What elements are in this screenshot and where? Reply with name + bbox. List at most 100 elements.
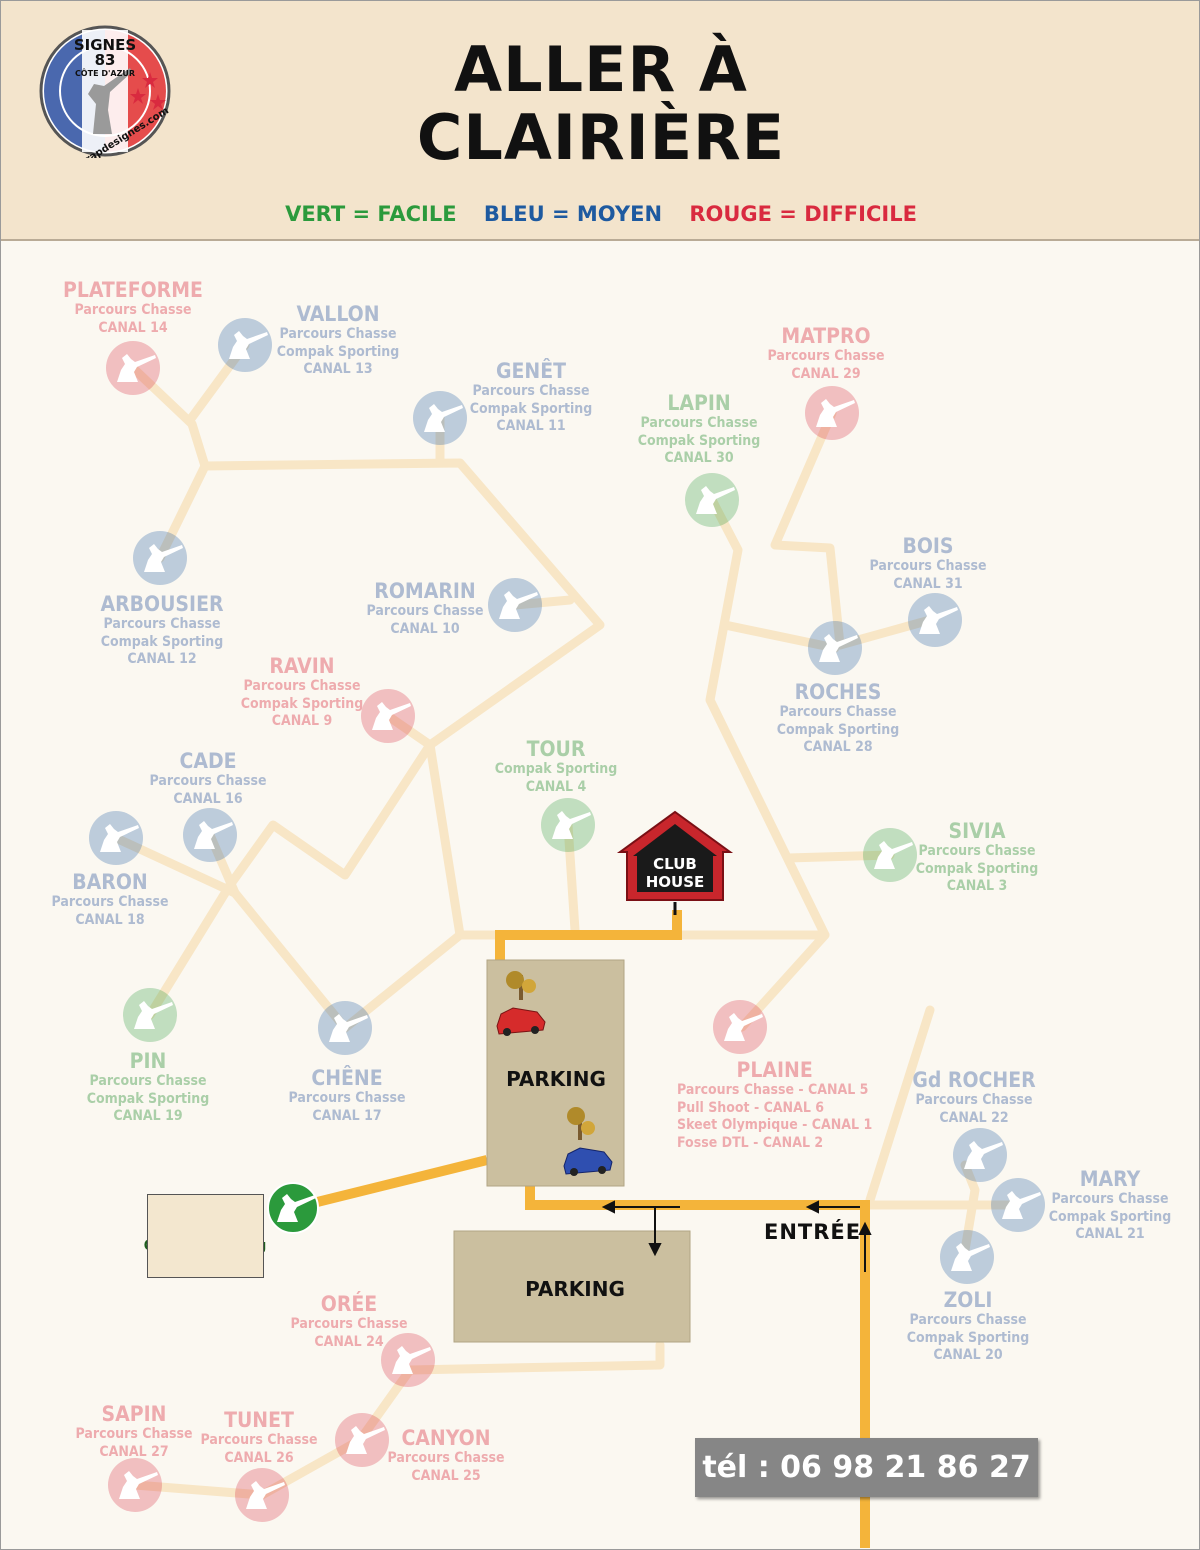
station-detail: Parcours Chasse <box>243 678 361 695</box>
station-detail: Parcours Chasse <box>74 302 192 319</box>
station-detail: Parcours Chasse <box>51 894 169 911</box>
clubhouse-line2: HOUSE <box>646 873 705 891</box>
station-marker-plateforme[interactable] <box>106 341 160 395</box>
station-detail: CANAL 11 <box>496 418 566 435</box>
station-detail: Parcours Chasse <box>200 1432 318 1449</box>
station-marker-pin[interactable] <box>123 988 177 1042</box>
station-name: MARY <box>1079 1167 1141 1191</box>
station-marker-vallon[interactable] <box>218 318 272 372</box>
station-marker-baron[interactable] <box>89 811 143 865</box>
station-detail: CANAL 4 <box>525 778 587 795</box>
station-marker-sivia[interactable] <box>863 828 917 882</box>
station-detail: Fosse DTL - CANAL 2 <box>677 1134 824 1151</box>
station-name: ROCHES <box>794 680 882 704</box>
station-name: CADE <box>179 749 237 773</box>
station-detail: CANAL 14 <box>98 319 168 336</box>
station-detail: Parcours Chasse <box>779 704 897 721</box>
station-detail: Compak Sporting <box>100 633 224 650</box>
station-detail: Compak Sporting <box>637 432 761 449</box>
station-detail: CANAL 26 <box>224 1449 294 1466</box>
station-detail: CANAL 3 <box>946 878 1008 895</box>
station-name: VALLON <box>296 302 380 326</box>
station-detail: Parcours Chasse <box>75 1426 193 1443</box>
station-marker-sapin[interactable] <box>108 1458 162 1512</box>
station-detail: Compak Sporting <box>276 343 400 360</box>
station-detail: CANAL 22 <box>939 1109 1009 1126</box>
station-detail: CANAL 28 <box>803 739 873 756</box>
station-name: CANYON <box>401 1426 491 1450</box>
clubhouse[interactable]: CLUB HOUSE <box>616 810 734 915</box>
station-detail: Parcours Chasse <box>89 1073 207 1090</box>
station-marker-roches[interactable] <box>808 621 862 675</box>
station-marker-plaine[interactable] <box>713 1000 767 1054</box>
station-name: ROMARIN <box>374 579 476 603</box>
route-to-clairiere <box>291 910 870 1548</box>
logo-top: SIGNES <box>74 36 136 54</box>
station-detail: Pull Shoot - CANAL 6 <box>677 1099 825 1116</box>
page-title-line1: ALLER À <box>454 33 748 106</box>
station-name: LAPIN <box>667 391 731 415</box>
parking-areas <box>453 959 691 1343</box>
station-marker-tunet[interactable] <box>235 1468 289 1522</box>
station-detail: Compak Sporting <box>915 860 1039 877</box>
station-marker-arbousier[interactable] <box>133 531 187 585</box>
station-name: RAVIN <box>269 654 335 678</box>
station-detail: Parcours Chasse <box>290 1316 408 1333</box>
station-detail: CANAL 18 <box>75 911 145 928</box>
station-marker-gdrocher[interactable] <box>953 1128 1007 1182</box>
station-name: GENÊT <box>495 359 567 383</box>
legend-hard: ROUGE = DIFFICILE <box>689 202 917 226</box>
station-detail: CANAL 16 <box>173 790 243 807</box>
phone-number[interactable]: tél : 06 98 21 86 27 <box>695 1438 1038 1497</box>
station-marker-mary[interactable] <box>991 1178 1045 1232</box>
page-header: ALLER À CLAIRIÈRE VERT = FACILE BLEU = M… <box>0 0 1200 241</box>
station-detail: Compak Sporting <box>1048 1208 1172 1225</box>
station-marker-canyon[interactable] <box>335 1413 389 1467</box>
clubhouse-line1: CLUB <box>653 855 697 873</box>
station-detail: Parcours Chasse <box>279 326 397 343</box>
station-marker-bois[interactable] <box>908 593 962 647</box>
station-detail: Parcours Chasse <box>869 558 987 575</box>
station-marker-oree[interactable] <box>381 1333 435 1387</box>
station-marker-clairiere[interactable] <box>267 1182 319 1234</box>
station-name: TOUR <box>526 737 586 761</box>
station-detail: Compak Sporting <box>86 1090 210 1107</box>
station-marker-tour[interactable] <box>541 798 595 852</box>
station-name: SIVIA <box>948 819 1006 843</box>
difficulty-legend: VERT = FACILE BLEU = MOYEN ROUGE = DIFFI… <box>1 202 1200 226</box>
station-marker-romarin[interactable] <box>488 578 542 632</box>
station-marker-genet[interactable] <box>413 391 467 445</box>
parking-label-lower: PARKING <box>525 1277 625 1301</box>
station-detail: CANAL 25 <box>411 1467 481 1484</box>
station-marker-chene[interactable] <box>318 1001 372 1055</box>
station-detail: Compak Sporting <box>240 695 364 712</box>
station-marker-lapin[interactable] <box>685 473 739 527</box>
station-name: BARON <box>72 870 148 894</box>
station-detail: CANAL 10 <box>390 620 460 637</box>
station-marker-matpro[interactable] <box>805 386 859 440</box>
station-name: BOIS <box>902 534 954 558</box>
station-marker-cade[interactable] <box>183 808 237 862</box>
logo-region: CÔTE D'AZUR <box>75 67 135 78</box>
station-detail: Parcours Chasse <box>918 843 1036 860</box>
station-detail: CANAL 12 <box>127 651 197 668</box>
station-detail: Compak Sporting <box>469 400 593 417</box>
entrance-label: ENTRÉE <box>764 1220 862 1244</box>
direction-arrows <box>601 1200 872 1272</box>
parking-car-icon-blue <box>563 1107 613 1176</box>
station-detail: Parcours Chasse <box>366 603 484 620</box>
signes83-logo: SIGNES 83 CÔTE D'AZUR balltrapdesignes.c… <box>39 25 171 158</box>
station-marker-ravin[interactable] <box>361 689 415 743</box>
station-marker-zoli[interactable] <box>940 1230 994 1284</box>
station-name: CHÊNE <box>311 1066 383 1090</box>
station-detail: Parcours Chasse <box>767 348 885 365</box>
